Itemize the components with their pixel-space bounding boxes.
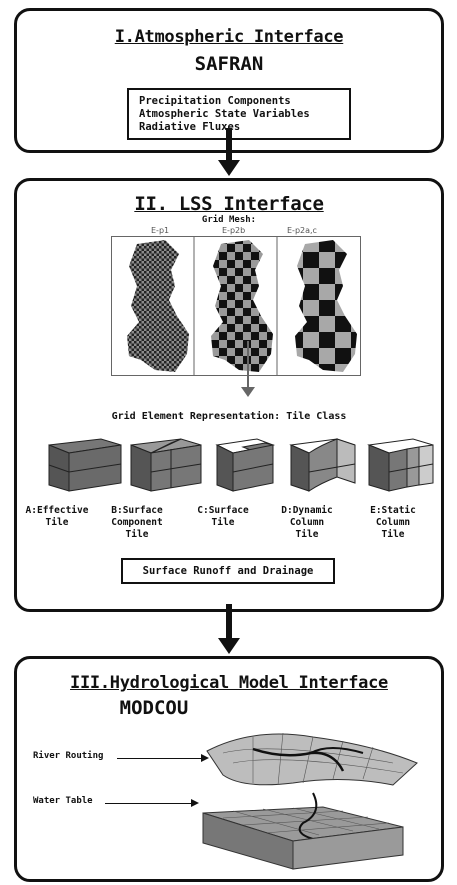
hydrological-model-panel: III.Hydrological Model Interface MODCOU … [14, 656, 444, 882]
mesh-to-tiles-arrow [247, 341, 249, 391]
hydrological-model-title: III.Hydrological Model Interface [70, 673, 388, 693]
flow-arrow-2-shaft [226, 604, 232, 642]
tile-a-block [48, 438, 122, 492]
modcou-label: MODCOU [119, 697, 189, 719]
lss-interface-title: II. LSS Interface [134, 193, 324, 215]
tile-d-label: D:Dynamic Column Tile [281, 505, 333, 540]
tile-b-label: B:Surface Component Tile [111, 505, 163, 540]
safran-label: SAFRAN [194, 53, 264, 75]
flow-arrow-1-head [218, 160, 240, 176]
atmospheric-interface-title: I.Atmospheric Interface [114, 27, 344, 47]
water-table-label: Water Table [33, 796, 93, 806]
lss-interface-panel: II. LSS Interface Grid Mesh: E-p1 E-p2b … [14, 178, 444, 612]
river-routing-label: River Routing [33, 751, 104, 761]
grid-mesh-label: Grid Mesh: [201, 215, 257, 225]
tile-e-label: E:Static Column Tile [370, 505, 416, 540]
tile-blocks [48, 438, 434, 492]
atmospheric-variables-box: Precipitation Components Atmospheric Sta… [127, 88, 351, 140]
map-label: E-p2a,c [287, 226, 317, 235]
atmospheric-interface-panel: I.Atmospheric Interface SAFRAN Precipita… [14, 8, 444, 153]
tile-c-block [215, 438, 275, 492]
flow-arrow-2-head [218, 638, 240, 654]
runoff-drainage-box: Surface Runoff and Drainage [121, 558, 335, 584]
mesh-to-tiles-arrowhead [241, 387, 255, 397]
tile-e-block [367, 438, 434, 492]
variable-item: Precipitation Components [139, 95, 291, 107]
water-table-pointer-head [191, 799, 199, 807]
river-routing-pointer-head [201, 754, 209, 762]
hydrology-terrain-illustration [202, 732, 418, 870]
tile-b-block [130, 438, 202, 492]
grid-mesh-maps [111, 236, 361, 376]
river-routing-pointer [117, 758, 203, 759]
tile-c-label: C:Surface Tile [197, 505, 249, 528]
map-label: E-p1 [151, 226, 170, 235]
water-table-pointer [105, 803, 193, 804]
map-label: E-p2b [222, 226, 246, 235]
tile-class-heading: Grid Element Representation: Tile Class [111, 411, 347, 422]
variable-item: Radiative Fluxes [139, 121, 241, 133]
flow-arrow-1-shaft [226, 128, 232, 166]
variable-item: Atmospheric State Variables [139, 108, 310, 120]
tile-d-block [289, 438, 356, 492]
tile-a-label: A:Effective Tile [25, 505, 89, 528]
